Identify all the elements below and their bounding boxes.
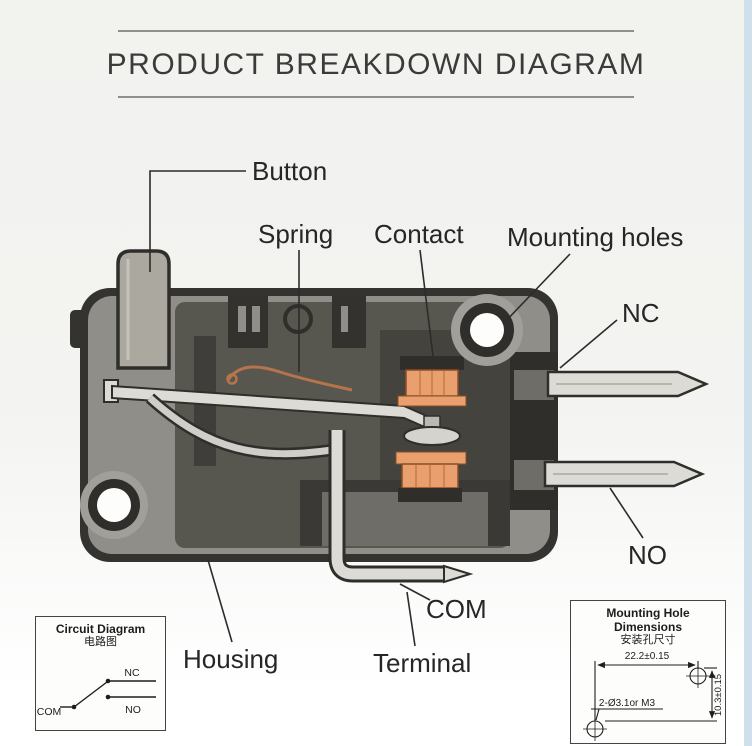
com-terminal xyxy=(328,430,474,584)
leader-com xyxy=(399,583,431,601)
mounting-box-subtitle: 安装孔尺寸 xyxy=(620,634,676,646)
no-terminal xyxy=(543,460,706,488)
circuit-box-subtitle: 电路图 xyxy=(84,636,117,648)
circuit-label-no: NO xyxy=(125,704,141,716)
title-rule-bottom xyxy=(118,96,634,98)
button-plunger xyxy=(116,249,171,370)
lever-arm xyxy=(103,379,437,460)
page-title: PRODUCT BREAKDOWN DIAGRAM xyxy=(106,48,646,81)
label-mounting-holes: Mounting holes xyxy=(507,222,684,252)
label-nc: NC xyxy=(622,298,660,328)
label-spring: Spring xyxy=(258,219,334,249)
label-button: Button xyxy=(252,156,328,186)
circuit-label-com: COM xyxy=(37,706,62,718)
hole-spec-text: 2-Ø3.1or M3 xyxy=(599,698,656,709)
leader-terminal xyxy=(406,591,416,647)
label-no: NO xyxy=(628,540,667,570)
mounting-hole-box: Mounting Hole Dimensions 安装孔尺寸 xyxy=(570,600,726,744)
title-rule-top xyxy=(118,30,634,32)
mounting-dimension-drawing: 22.2±0.15 2-Ø3.1or M3 10.3±0.15 xyxy=(583,651,724,741)
leader-housing xyxy=(207,559,233,643)
label-com: COM xyxy=(426,594,487,624)
leader-button xyxy=(149,170,246,272)
label-terminal: Terminal xyxy=(373,648,472,678)
contact-lower xyxy=(395,451,467,502)
mounting-box-title: Mounting Hole Dimensions xyxy=(606,606,690,634)
leader-no xyxy=(609,487,644,539)
leader-nc xyxy=(559,319,618,369)
leader-contact xyxy=(419,249,434,357)
spring-part xyxy=(226,365,353,392)
label-housing: Housing xyxy=(183,644,279,674)
right-edge-strip xyxy=(744,0,752,746)
mounting-hole-top xyxy=(451,294,523,366)
nc-terminal xyxy=(546,370,710,398)
circuit-box-title: Circuit Diagram xyxy=(55,622,146,636)
contact-upper xyxy=(397,356,467,446)
circuit-label-nc: NC xyxy=(124,667,140,679)
dim-width-text: 22.2±0.15 xyxy=(625,651,670,662)
leader-lines xyxy=(149,170,644,647)
leader-mounting-holes xyxy=(502,253,571,325)
label-contact: Contact xyxy=(374,219,464,249)
circuit-diagram-box: Circuit Diagram 电路图 NC NO COM xyxy=(35,616,166,731)
dim-height-text: 10.3±0.15 xyxy=(713,674,724,716)
circuit-schematic: NC NO COM xyxy=(37,667,156,718)
mounting-hole-bottom xyxy=(80,471,148,539)
top-center-hole xyxy=(283,304,313,334)
